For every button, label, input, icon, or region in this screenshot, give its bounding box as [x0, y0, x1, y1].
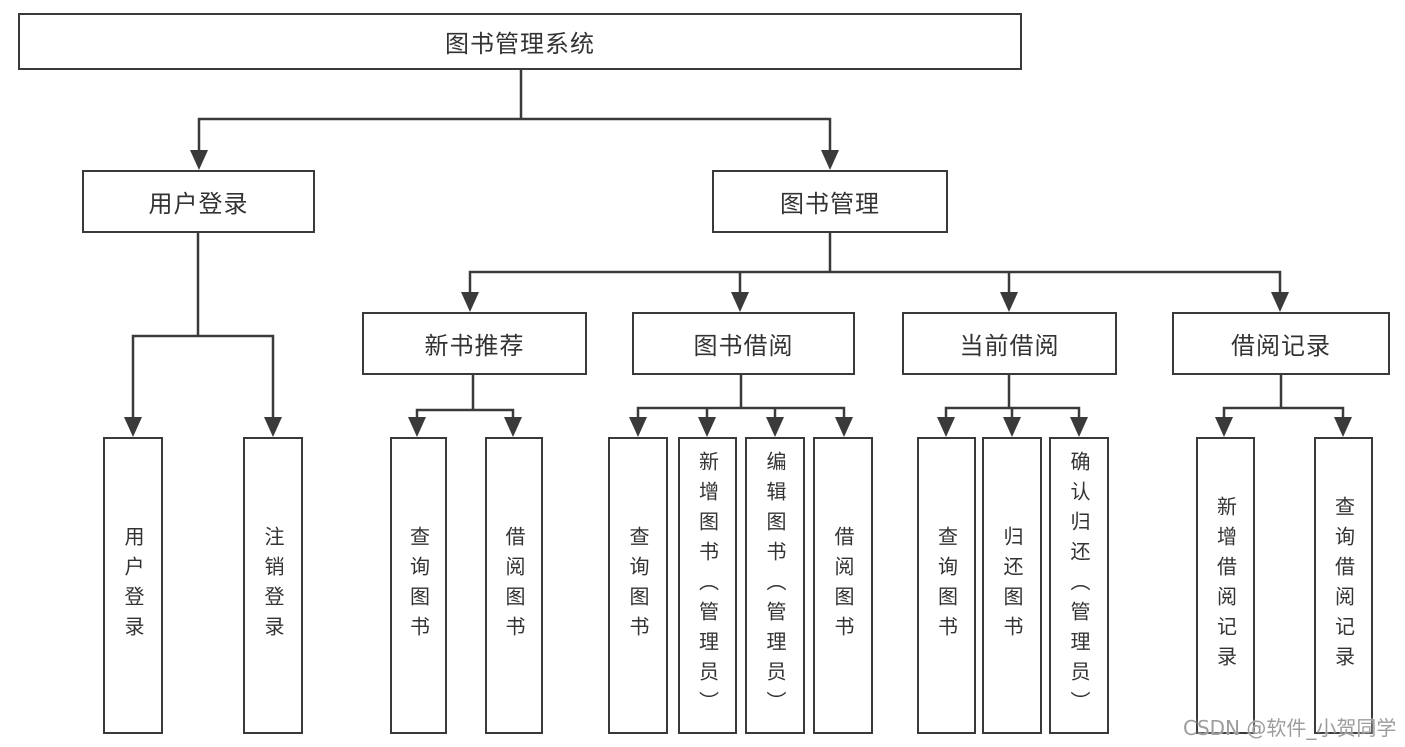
- node-leaf-query-books-current: 查询图书: [917, 437, 976, 734]
- node-leaf-return-books: 归还图书: [982, 437, 1042, 734]
- node-book-borrowing: 图书借阅: [632, 312, 855, 375]
- node-leaf-query-books-recommend: 查询图书: [390, 437, 447, 734]
- node-book-management: 图书管理: [712, 170, 948, 233]
- node-leaf-confirm-return-admin: 确认归还（管理员）: [1049, 437, 1109, 734]
- connector-current-borrowing-branch: [937, 375, 1088, 437]
- node-leaf-add-books-admin: 新增图书（管理员）: [678, 437, 737, 734]
- csdn-watermark: CSDN @软件_小贺同学: [1183, 716, 1397, 740]
- connector-new-book-recommendation-branch: [408, 375, 522, 437]
- node-library-management-system: 图书管理系统: [18, 13, 1022, 70]
- node-leaf-add-borrow-record: 新增借阅记录: [1196, 437, 1255, 734]
- connector-book-borrowing-branch: [629, 375, 853, 437]
- node-current-borrowing: 当前借阅: [902, 312, 1117, 375]
- node-leaf-edit-books-admin: 编辑图书（管理员）: [745, 437, 805, 734]
- connector-borrowing-records-branch: [1215, 375, 1352, 437]
- connector-book-management-branch: [461, 233, 1289, 312]
- node-new-book-recommendation: 新书推荐: [362, 312, 587, 375]
- node-leaf-user-login: 用户登录: [103, 437, 163, 734]
- node-leaf-logout: 注销登录: [243, 437, 303, 734]
- connector-user-login-branch: [124, 233, 282, 437]
- node-leaf-borrow-books-recommend: 借阅图书: [485, 437, 543, 734]
- node-leaf-query-borrow-record: 查询借阅记录: [1314, 437, 1373, 734]
- node-user-login: 用户登录: [82, 170, 315, 233]
- node-leaf-query-books-borrowing: 查询图书: [608, 437, 668, 734]
- node-borrowing-records: 借阅记录: [1172, 312, 1390, 375]
- node-leaf-borrow-books: 借阅图书: [813, 437, 873, 734]
- connector-root-to-level1: [190, 70, 839, 170]
